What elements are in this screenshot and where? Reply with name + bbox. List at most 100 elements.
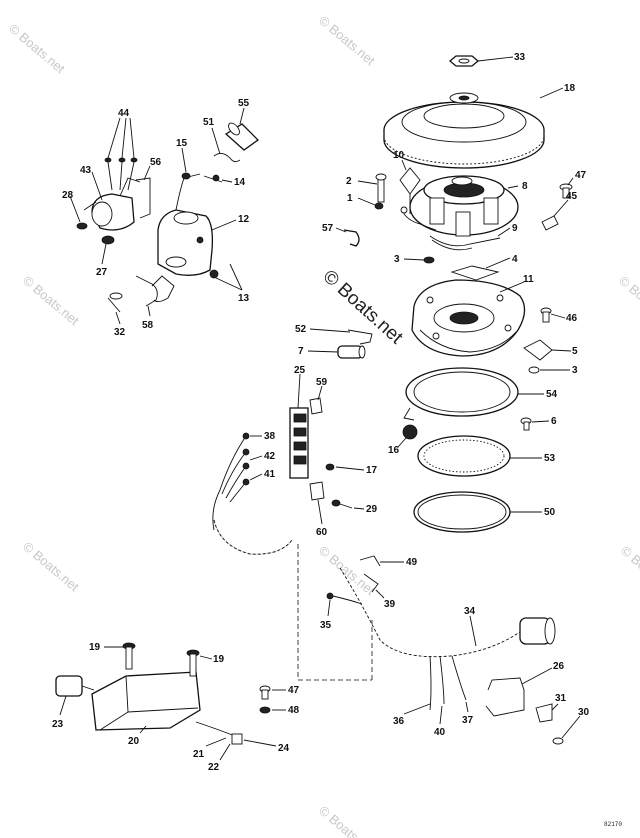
part-label: 16 xyxy=(388,445,400,456)
timer-base xyxy=(411,279,526,357)
watermark-text: © Boats.net xyxy=(20,539,82,595)
screw-32 xyxy=(107,292,123,313)
screw-46 xyxy=(540,307,552,323)
part-label: 36 xyxy=(393,716,405,727)
part-label: 41 xyxy=(264,469,276,480)
part-label: 33 xyxy=(514,52,526,63)
part-label: 51 xyxy=(203,117,215,128)
link-4 xyxy=(450,265,500,281)
part-label: 44 xyxy=(118,108,130,119)
part-label: 45 xyxy=(566,191,578,202)
clamp-59 xyxy=(309,397,323,415)
part-label: 31 xyxy=(555,693,567,704)
part-label: 18 xyxy=(564,83,576,94)
part-label: 58 xyxy=(142,320,154,331)
screw-30 xyxy=(552,737,564,745)
flywheel-nut xyxy=(448,55,480,67)
part-label: 21 xyxy=(193,749,205,760)
part-label: 3 xyxy=(394,254,400,265)
part-label: 12 xyxy=(238,214,250,225)
clamp-57 xyxy=(343,229,360,247)
part-label: 19 xyxy=(89,642,101,653)
nut-48 xyxy=(259,706,271,714)
retainer-ring-54 xyxy=(403,367,519,421)
power-pack-20 xyxy=(55,671,201,731)
watermark-main: © Boats.net xyxy=(319,266,408,349)
part-label: 25 xyxy=(294,365,306,376)
part-label: 57 xyxy=(322,223,334,234)
drawing-code: 82170 xyxy=(604,821,622,828)
part-label: 27 xyxy=(96,267,108,278)
stator-assembly xyxy=(409,175,519,251)
part-label: 30 xyxy=(578,707,590,718)
part-label: 14 xyxy=(234,177,246,188)
washer-1 xyxy=(374,202,384,210)
part-label: 37 xyxy=(462,715,474,726)
part-labels: 33 18 10 2 8 47 1 45 57 9 3 4 11 46 52 5… xyxy=(52,52,590,773)
part-label: 59 xyxy=(316,377,328,388)
harness-leads xyxy=(212,432,293,555)
part-label: 50 xyxy=(544,507,556,518)
part-label: 46 xyxy=(566,313,578,324)
clip-31 xyxy=(535,703,553,723)
sleeve-7 xyxy=(337,345,366,359)
part-label: 11 xyxy=(523,274,534,285)
screw-29 xyxy=(331,499,353,509)
screw-19-left xyxy=(122,642,136,670)
part-label: 1 xyxy=(347,193,353,204)
part-label: 47 xyxy=(575,170,587,181)
part-label: 8 xyxy=(522,181,528,192)
part-label: 28 xyxy=(62,190,74,201)
part-label: 2 xyxy=(346,176,352,187)
part-label: 3 xyxy=(572,365,578,376)
part-label: 39 xyxy=(384,599,396,610)
flywheel xyxy=(383,92,545,169)
part-label: 24 xyxy=(278,743,290,754)
screw-28 xyxy=(76,222,88,230)
clip-58 xyxy=(135,275,175,307)
clip-39 xyxy=(363,573,379,593)
part-label: 49 xyxy=(406,557,418,568)
part-label: 53 xyxy=(544,453,556,464)
terminal-14 xyxy=(203,174,223,183)
screw-3-upper xyxy=(423,256,435,264)
part-label: 34 xyxy=(464,606,476,617)
boot-55 xyxy=(224,122,260,151)
part-label: 38 xyxy=(264,431,276,442)
plate-5 xyxy=(523,339,553,361)
wire-26 xyxy=(485,677,525,717)
part-label: 6 xyxy=(551,416,557,427)
part-label: 9 xyxy=(512,223,518,234)
watermark-text: © Boats.net xyxy=(316,543,378,599)
part-label: 23 xyxy=(52,719,64,730)
part-label: 13 xyxy=(238,293,250,304)
screw-19-right xyxy=(186,649,200,677)
part-label: 20 xyxy=(128,736,140,747)
part-label: 7 xyxy=(298,346,304,357)
part-label: 17 xyxy=(366,465,378,476)
part-label: 19 xyxy=(213,654,225,665)
part-label: 40 xyxy=(434,727,446,738)
wire-21-22 xyxy=(195,721,243,745)
knob-27 xyxy=(101,235,115,245)
part-label: 10 xyxy=(393,150,405,161)
screw-6 xyxy=(520,417,532,431)
ignition-coil-12 xyxy=(157,209,214,276)
screw-47-lower xyxy=(259,685,271,700)
part-label: 22 xyxy=(208,762,220,773)
clamp-60 xyxy=(309,481,325,501)
ring-53 xyxy=(417,435,511,477)
screw-3-lower xyxy=(528,366,540,374)
screw-2 xyxy=(375,173,387,203)
screw-47-upper xyxy=(559,183,573,199)
leads-44 xyxy=(104,157,138,191)
part-label: 42 xyxy=(264,451,276,462)
watermark-text: © Boats.net xyxy=(316,13,378,69)
bracket-52 xyxy=(347,329,373,345)
part-label: 47 xyxy=(288,685,300,696)
lead-15 xyxy=(175,172,201,211)
part-label: 15 xyxy=(176,138,188,149)
part-label: 43 xyxy=(80,165,92,176)
part-label: 29 xyxy=(366,504,378,515)
